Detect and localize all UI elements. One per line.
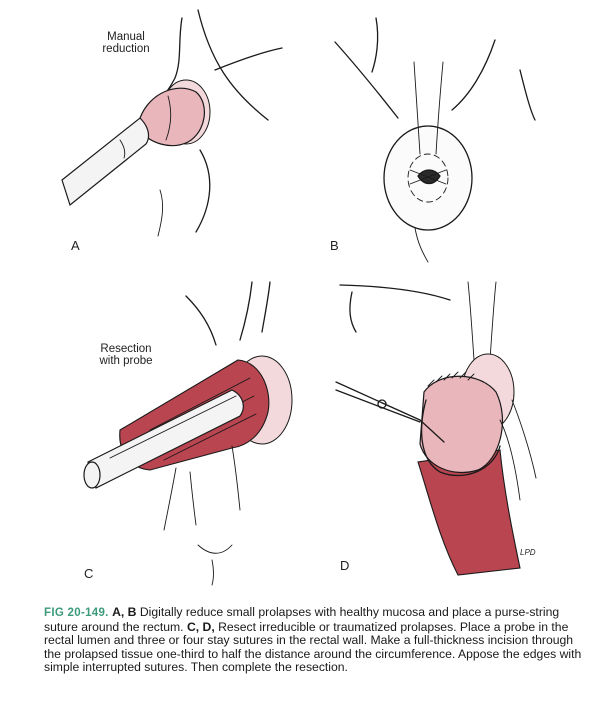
panel-c-label-line2: with probe (98, 355, 152, 367)
caption-part-ab: A, B (112, 605, 137, 619)
panel-c-label-line1: Resection (100, 343, 151, 355)
caption-part-cd: C, D, (186, 619, 215, 634)
panel-c: Resection with probe C (83, 281, 293, 586)
panel-a-letter: A (71, 238, 80, 253)
figure-number: FIG 20-149. (44, 607, 109, 619)
caption-text-2: Resect irreducible or traumatized prolap… (44, 619, 582, 675)
surgical-illustration: Manual reduction A B (61, 9, 537, 586)
panel-b-letter: B (330, 238, 339, 253)
panel-a-label-line1: Manual (107, 31, 145, 43)
panel-d-letter: D (340, 558, 349, 573)
figure-caption: FIG 20-149. A, B Digitally reduce small … (44, 605, 584, 675)
panel-c-letter: C (84, 566, 93, 581)
caption-text-1: Digitally reduce small prolapses with he… (44, 605, 560, 634)
panel-b: B (330, 17, 536, 263)
panel-a: Manual reduction A (61, 9, 283, 253)
panel-d: D LPD (335, 281, 537, 576)
panel-a-label-line2: reduction (102, 43, 149, 55)
artist-signature: LPD (520, 548, 536, 557)
